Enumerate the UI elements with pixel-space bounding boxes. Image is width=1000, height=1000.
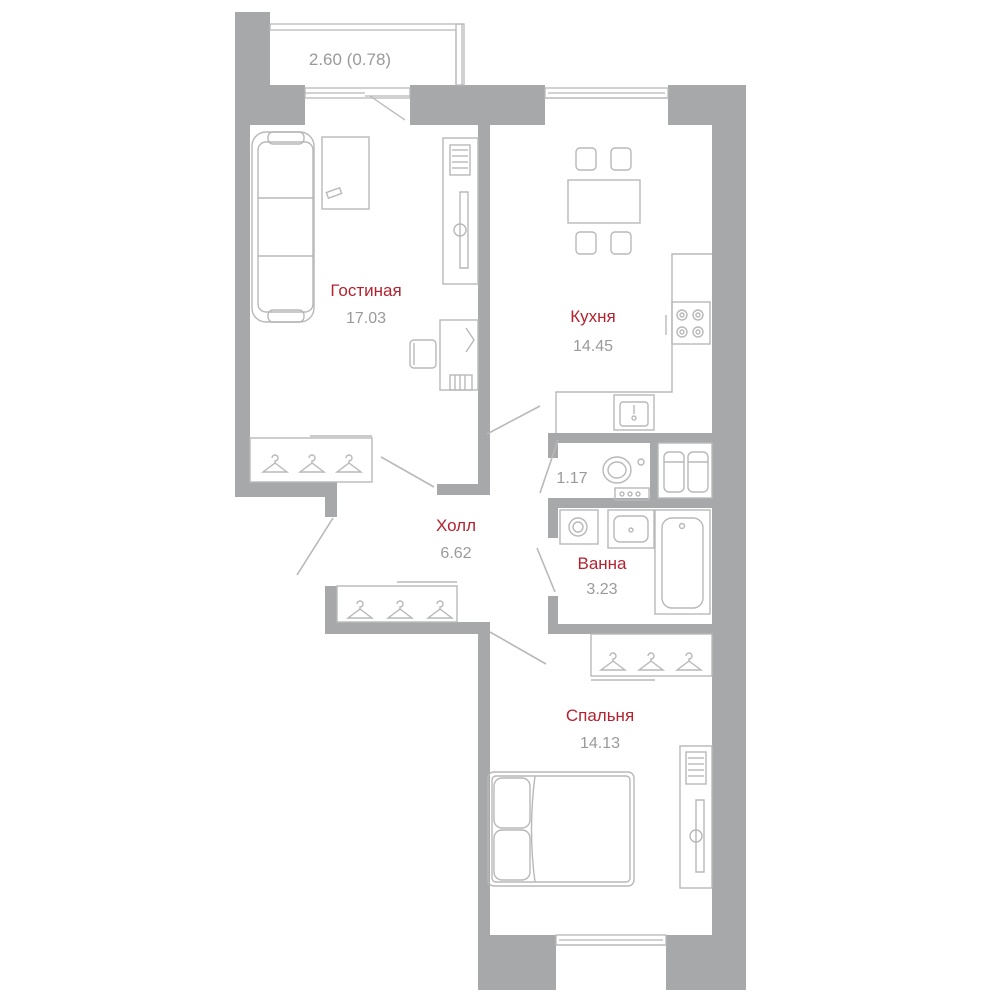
room-label-wc: 1.17 <box>472 471 672 487</box>
tv-stand-icon <box>679 745 713 889</box>
desk-icon <box>439 319 479 391</box>
windows <box>269 23 669 946</box>
room-area-living: 17.03 <box>345 310 387 327</box>
room-label-bedroom: Спальня 14.13 <box>500 707 700 752</box>
wardrobe-icon <box>336 581 458 623</box>
balcony-area-value: 2.60 (0.78) <box>308 50 392 69</box>
room-name-bath: Ванна <box>577 554 627 573</box>
sink-icon <box>613 394 655 431</box>
wardrobe-icon <box>249 435 373 483</box>
room-area-wc: 1.17 <box>556 470 588 487</box>
room-label-bath: Ванна 3.23 <box>502 555 702 598</box>
room-label-hall: Холл 6.62 <box>356 517 556 562</box>
toilet-icon <box>602 456 650 501</box>
walls <box>235 12 746 990</box>
bed-icon <box>487 771 635 887</box>
bathtub-icon <box>654 509 711 615</box>
sink-icon <box>607 509 655 549</box>
room-name-kitchen: Кухня <box>570 307 616 326</box>
room-label-living: Гостиная 17.03 <box>266 282 466 327</box>
wardrobe-icon <box>657 442 713 499</box>
stove-icon <box>665 301 711 345</box>
coffee-table-icon <box>321 136 370 210</box>
room-label-kitchen: Кухня 14.45 <box>493 308 693 355</box>
balcony-area: 2.60 (0.78) <box>250 51 450 69</box>
room-name-hall: Холл <box>435 516 477 535</box>
room-area-bath: 3.23 <box>586 581 618 598</box>
tv-stand-icon <box>442 137 479 285</box>
washing-machine-icon <box>559 509 599 545</box>
door-icon <box>296 405 559 665</box>
room-name-living: Гостиная <box>330 281 402 300</box>
sofa-icon <box>251 131 315 323</box>
wardrobe-icon <box>590 633 713 681</box>
room-area-kitchen: 14.45 <box>572 338 614 355</box>
room-area-bedroom: 14.13 <box>579 735 621 752</box>
chair-icon <box>409 339 437 369</box>
room-area-hall: 6.62 <box>440 545 472 562</box>
room-name-bedroom: Спальня <box>565 706 635 725</box>
dining-table-icon <box>567 147 641 255</box>
kitchen-counter <box>555 253 712 433</box>
